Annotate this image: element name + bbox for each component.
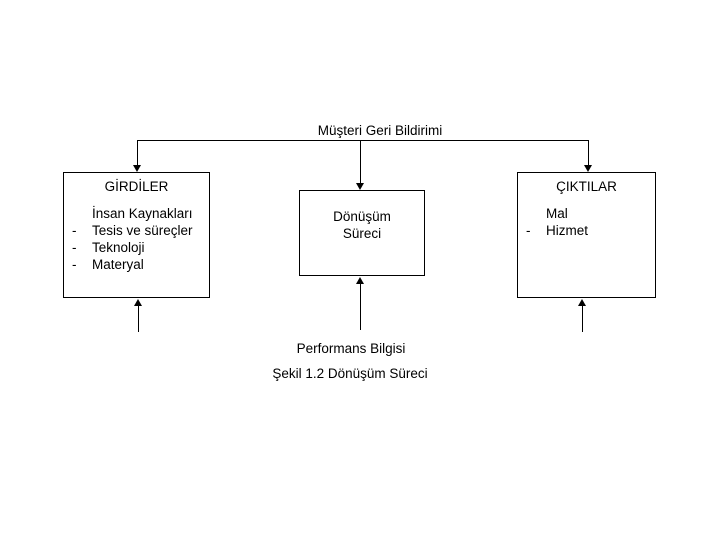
inputs-list: İnsan Kaynakları - Tesis ve süreçler - T…: [64, 205, 209, 273]
performance-line-right: [582, 305, 583, 332]
list-item: - Hizmet: [526, 222, 655, 239]
list-bullet: -: [72, 223, 77, 238]
inputs-box-title: GİRDİLER: [104, 179, 169, 194]
arrowhead-down-center-icon: [356, 183, 364, 190]
outputs-box: ÇIKTILAR Mal - Hizmet: [517, 172, 656, 298]
list-bullet: -: [526, 223, 531, 238]
feedback-drop-line-left: [137, 140, 138, 166]
process-box: Dönüşüm Süreci: [299, 190, 425, 276]
feedback-horizontal-line: [137, 140, 589, 141]
process-title-line2: Süreci: [342, 226, 382, 241]
arrowhead-up-left-icon: [134, 299, 142, 306]
process-box-title: Dönüşüm Süreci: [300, 208, 424, 242]
arrowhead-down-right-icon: [584, 165, 592, 172]
performance-line-left: [138, 305, 139, 332]
list-item: İnsan Kaynakları: [72, 205, 209, 222]
process-title-line1: Dönüşüm: [333, 209, 391, 224]
list-bullet: [72, 205, 92, 222]
list-bullet: [526, 205, 546, 222]
list-item-label: Teknoloji: [92, 240, 145, 255]
list-bullet: -: [72, 257, 77, 272]
list-item: - Materyal: [72, 256, 209, 273]
list-item-label: İnsan Kaynakları: [92, 206, 193, 221]
arrowhead-up-right-icon: [578, 299, 586, 306]
list-item: Mal: [526, 205, 655, 222]
list-item-label: Materyal: [92, 257, 144, 272]
inputs-box: GİRDİLER İnsan Kaynakları - Tesis ve sür…: [63, 172, 210, 298]
figure-caption: Şekil 1.2 Dönüşüm Süreci: [272, 366, 428, 381]
arrowhead-down-left-icon: [133, 165, 141, 172]
performance-line-center: [360, 283, 361, 330]
arrowhead-up-center-icon: [356, 277, 364, 284]
outputs-box-title: ÇIKTILAR: [556, 179, 617, 194]
customer-feedback-label: Müşteri Geri Bildirimi: [317, 123, 443, 138]
outputs-list: Mal - Hizmet: [518, 205, 655, 239]
feedback-drop-line-center: [360, 140, 361, 184]
list-bullet: -: [72, 240, 77, 255]
performance-info-label: Performans Bilgisi: [296, 341, 406, 356]
list-item: - Teknoloji: [72, 239, 209, 256]
list-item-label: Tesis ve süreçler: [92, 223, 193, 238]
feedback-drop-line-right: [588, 140, 589, 166]
list-item: - Tesis ve süreçler: [72, 222, 209, 239]
list-item-label: Mal: [546, 206, 568, 221]
list-item-label: Hizmet: [546, 223, 589, 238]
